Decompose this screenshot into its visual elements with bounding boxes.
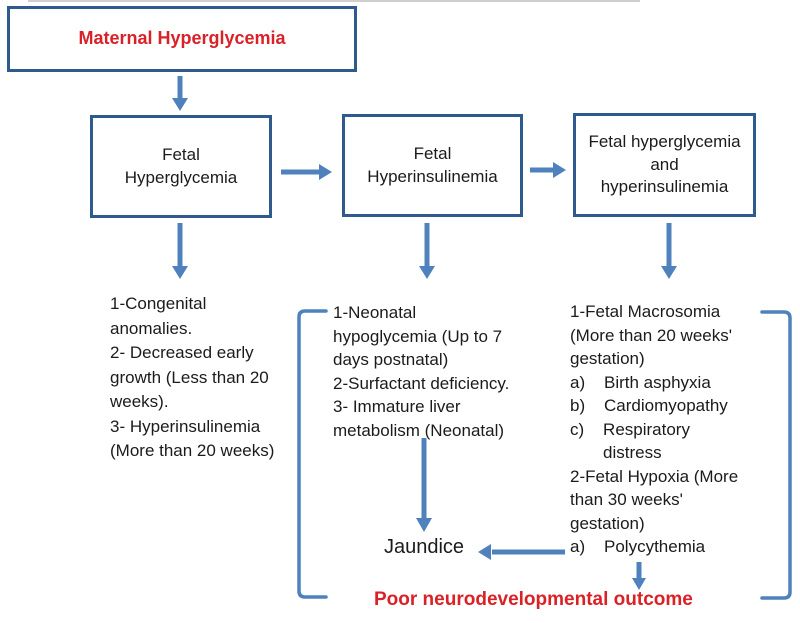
arrow-down-maternal-to-fetal-hyperglycemia-icon — [172, 76, 188, 111]
list-fetal-hyperinsulinemia-effects: 1-Neonatal hypoglycemia (Up to 7 days po… — [333, 303, 510, 440]
bracket-left-icon — [297, 309, 328, 599]
list-fetal-hyperglycemia-effects: 1-Congenital anomalies. 2- Decreased ear… — [110, 294, 275, 460]
jaundice-label: Jaundice — [384, 536, 465, 558]
box-fetal-hyperglycemia-label: Fetal Hyperglycemia — [124, 144, 238, 187]
arrow-down-combined-to-effects-icon — [661, 223, 677, 279]
poor-neurodevelopmental-outcome-label: Poor neurodevelopmental outcome — [374, 589, 693, 610]
arrow-right-hyperglycemia-to-hyperinsulinemia-icon — [281, 164, 332, 180]
box-maternal-hyperglycemia: Maternal Hyperglycemia — [7, 6, 357, 72]
list-fetal-combined-effects: 1-Fetal Macrosomia (More than 20 weeks' … — [570, 302, 739, 556]
arrow-left-polycythemia-to-jaundice-icon — [478, 544, 565, 560]
box-fetal-hyperglycemia-and-hyperinsulinemia: Fetal hyperglycemia and hyperinsulinemia — [573, 113, 756, 217]
box-fetal-hyperinsulinemia: Fetal Hyperinsulinemia — [342, 114, 523, 217]
arrow-down-hyperinsulinemia-to-effects-icon — [419, 223, 435, 279]
arrow-down-hyperglycemia-to-effects-icon — [172, 223, 188, 279]
arrow-down-polycythemia-to-outcome-icon — [632, 562, 646, 590]
arrow-down-liver-metabolism-to-jaundice-icon — [416, 438, 432, 532]
arrow-right-hyperinsulinemia-to-combined-icon — [530, 162, 566, 178]
scan-artifact-line — [28, 0, 640, 2]
box-maternal-hyperglycemia-label: Maternal Hyperglycemia — [78, 28, 286, 49]
box-fetal-hyperglycemia: Fetal Hyperglycemia — [90, 115, 272, 218]
bracket-right-icon — [760, 310, 792, 600]
box-fetal-hyperinsulinemia-label: Fetal Hyperinsulinemia — [367, 143, 498, 186]
box-fetal-combined-label: Fetal hyperglycemia and hyperinsulinemia — [588, 132, 741, 197]
